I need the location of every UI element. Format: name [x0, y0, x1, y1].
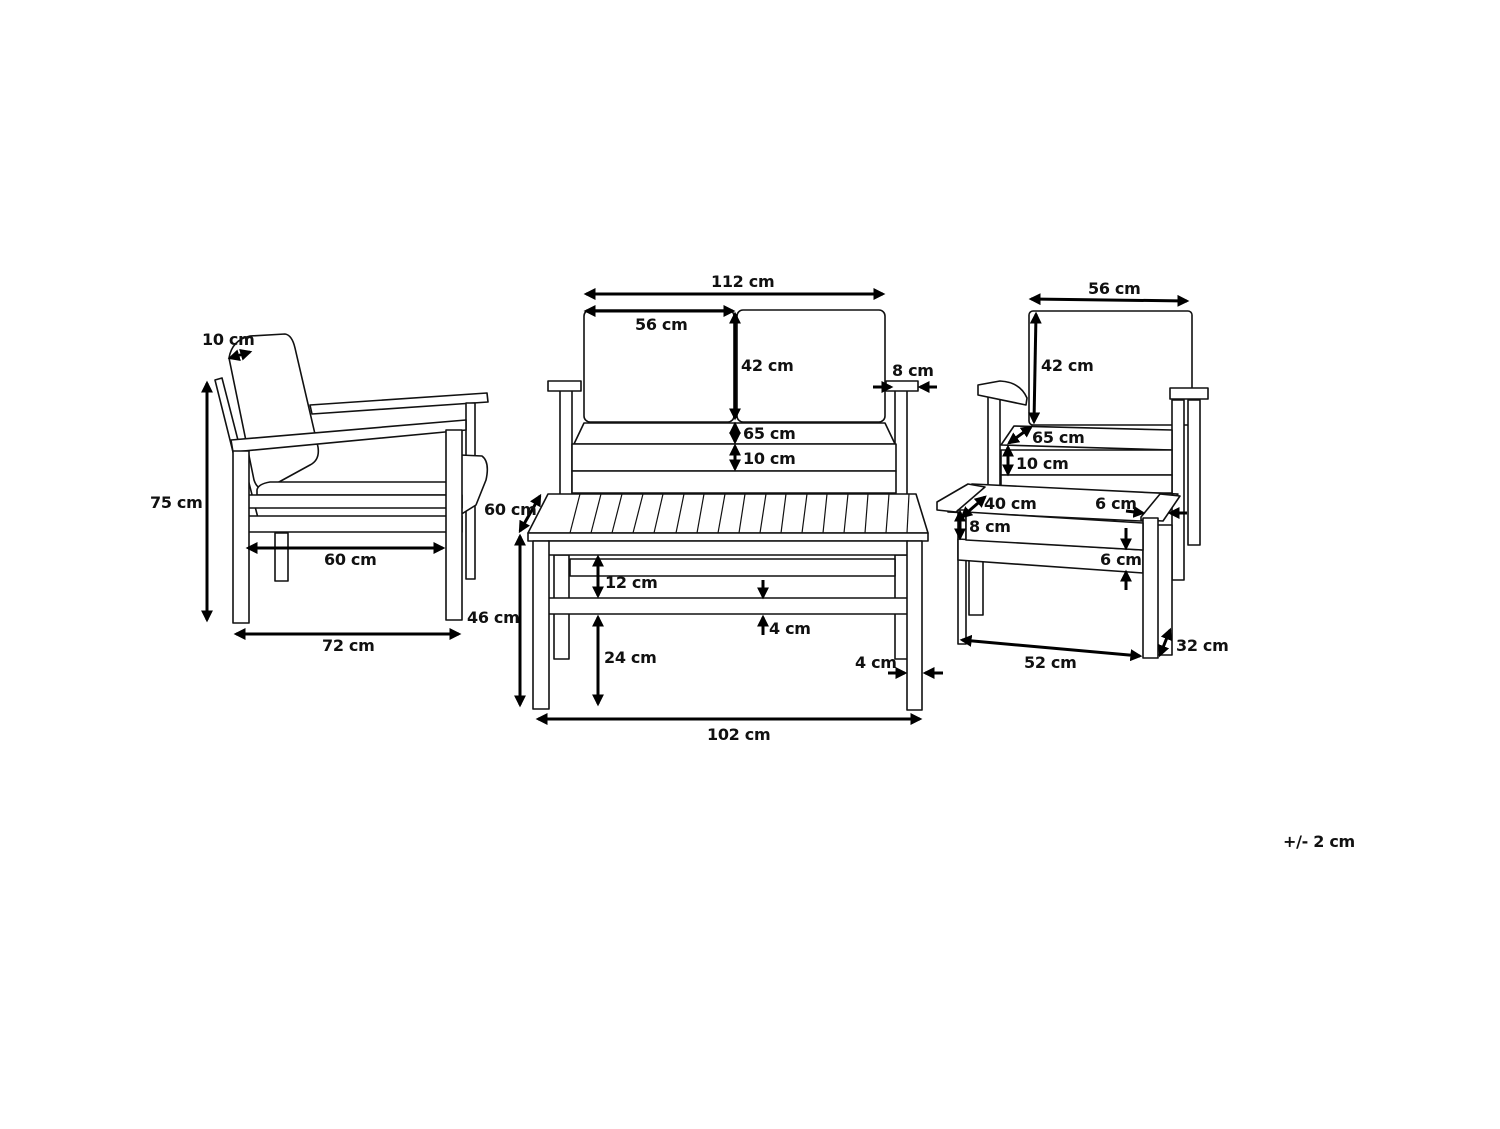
armchair-depth-label: 72 cm — [322, 636, 375, 655]
armchair-front-seat-depth-label: 65 cm — [1032, 428, 1085, 447]
table-leg-width-label: 4 cm — [855, 653, 897, 672]
sofa-armrest-width-label: 8 cm — [892, 361, 934, 380]
table-depth-label: 60 cm — [484, 500, 537, 519]
armchair-side-view — [201, 333, 489, 640]
tolerance-note: +/- 2 cm — [1283, 832, 1355, 851]
sofa-seat-depth-label: 65 cm — [743, 424, 796, 443]
side-table-leg-depth-label: 32 cm — [1176, 636, 1229, 655]
side-table-rail-height-label: 6 cm — [1100, 550, 1142, 569]
armchair-front-width-label: 56 cm — [1088, 279, 1141, 298]
sofa-width-label: 112 cm — [711, 272, 775, 291]
armchair-front-cushion-thickness-label: 10 cm — [1016, 454, 1069, 473]
armchair-front-back-height-label: 42 cm — [1041, 356, 1094, 375]
armchair-height-label: 75 cm — [150, 493, 203, 512]
side-table-view — [936, 483, 1187, 662]
table-shelf-height-label: 24 cm — [604, 648, 657, 667]
side-table-depth-label: 40 cm — [984, 494, 1037, 513]
sofa-seat-cushion-thickness-label: 10 cm — [743, 449, 796, 468]
sofa-cushion-width-label: 56 cm — [635, 315, 688, 334]
sofa-back-cushion-height-label: 42 cm — [741, 356, 794, 375]
table-shelf-gap-label: 12 cm — [605, 573, 658, 592]
armchair-seat-depth-label: 60 cm — [324, 550, 377, 569]
table-shelf-thickness-label: 4 cm — [769, 619, 811, 638]
sofa-front-view — [547, 288, 937, 498]
armchair-back-cushion-thickness-label: 10 cm — [202, 330, 255, 349]
table-height-label: 46 cm — [467, 608, 520, 627]
table-width-label: 102 cm — [707, 725, 771, 744]
side-table-width-label: 52 cm — [1024, 653, 1077, 672]
armchair-front-view — [977, 293, 1209, 581]
coffee-table-view — [514, 493, 943, 725]
side-table-apron-height-label: 8 cm — [969, 517, 1011, 536]
side-table-armrest-width-label: 6 cm — [1095, 494, 1137, 513]
